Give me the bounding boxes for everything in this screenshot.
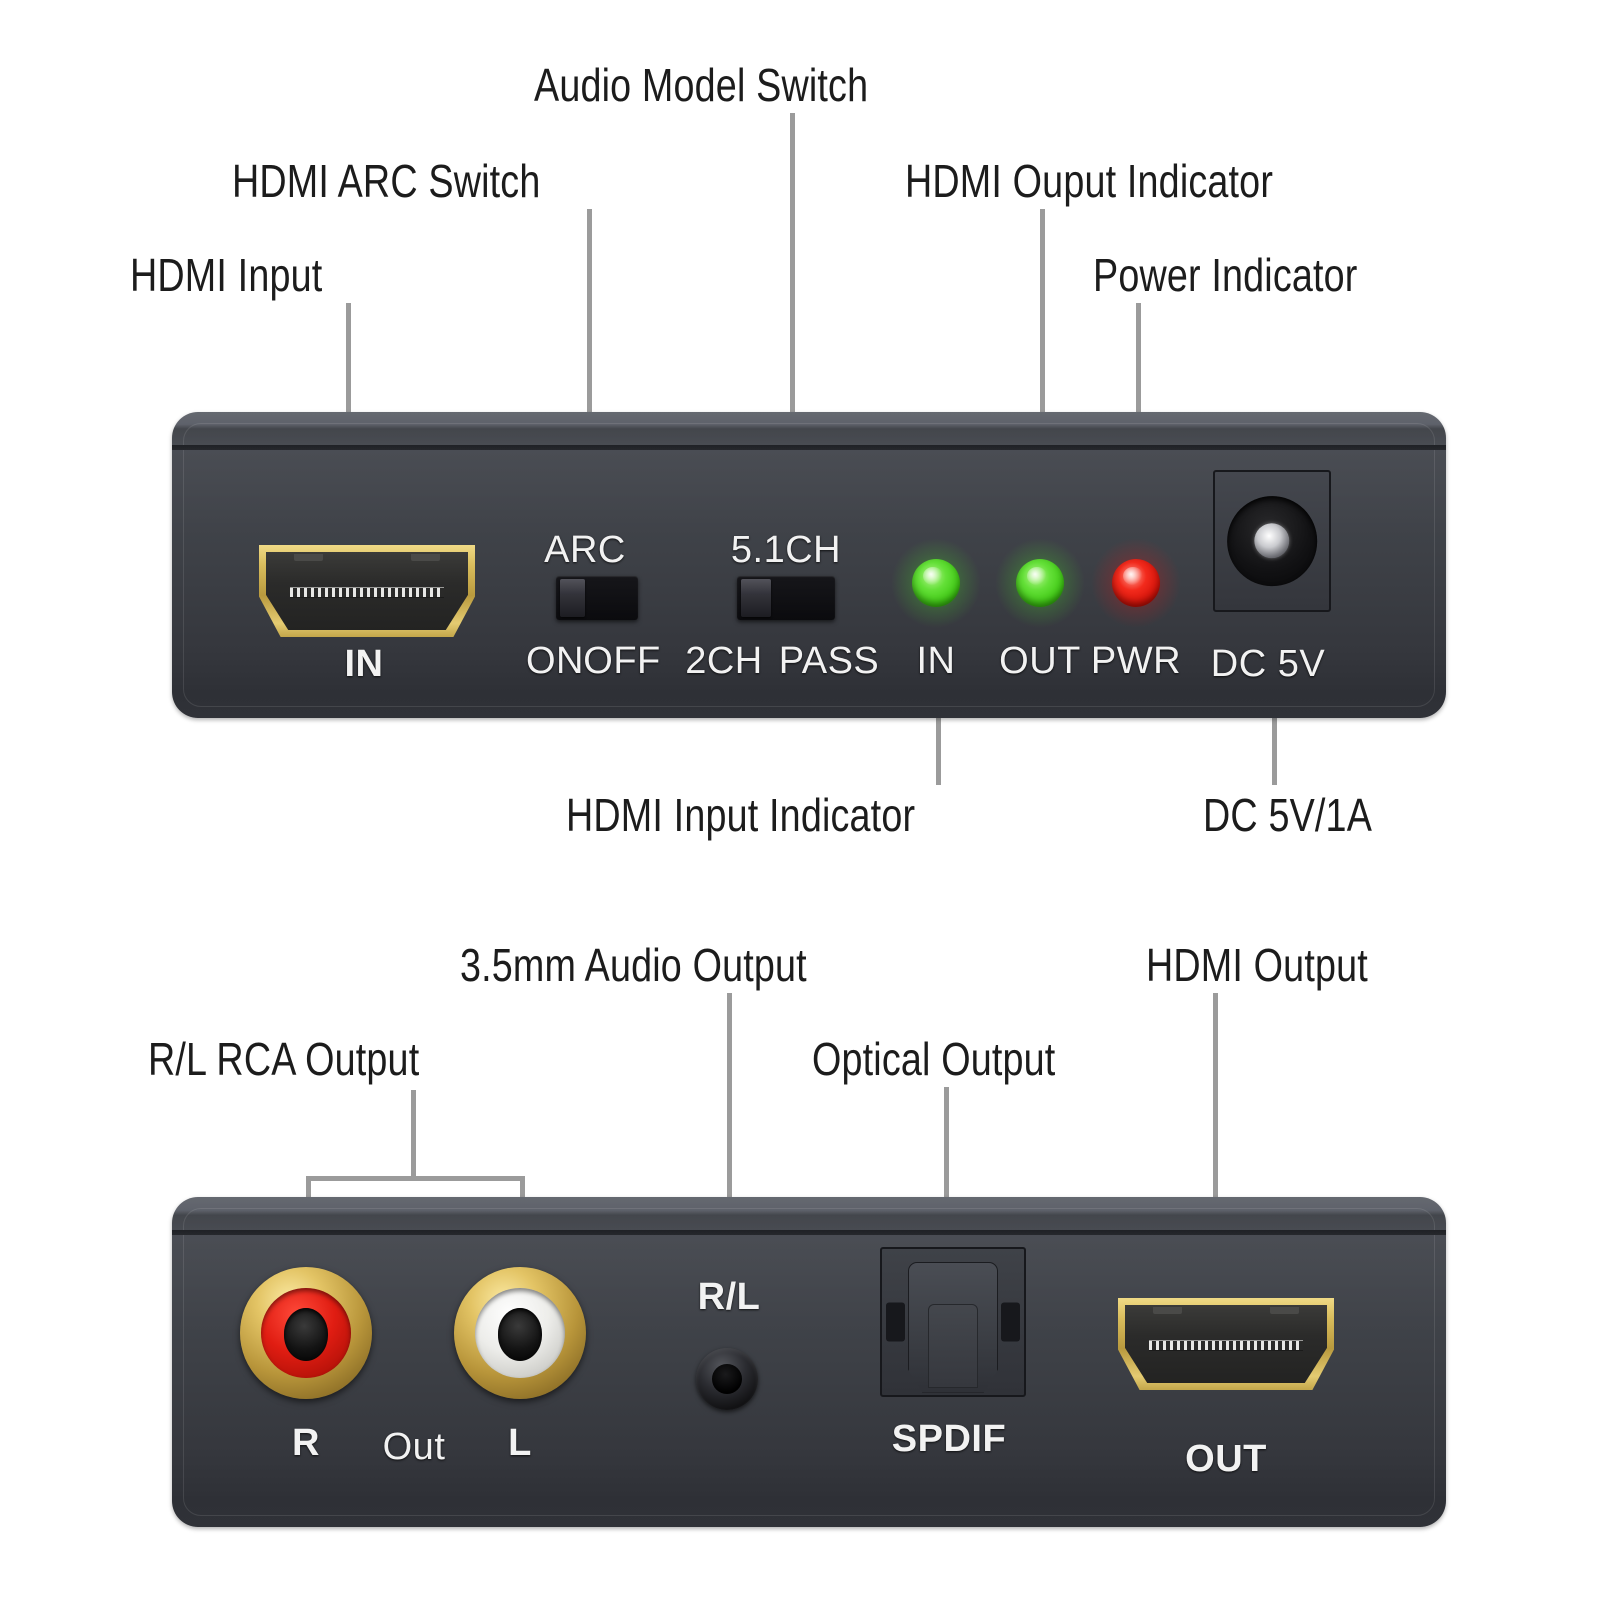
- hdmi-tab-left: [294, 554, 323, 561]
- led-bulb: [1016, 559, 1064, 607]
- callout-power-indicator: Power Indicator: [1093, 249, 1358, 301]
- callout-hdmi-input-indicator: HDMI Input Indicator: [566, 789, 916, 841]
- hdmi-arc-switch[interactable]: [556, 576, 638, 620]
- hdmi-tab-left: [1153, 1307, 1182, 1314]
- front-panel-chassis: [172, 412, 1446, 718]
- leader-line-hdmi-output: [1213, 993, 1218, 1341]
- leader-line-rca-bracket: [306, 1176, 525, 1181]
- silkscreen-audio-pass: PASS: [778, 640, 880, 682]
- callout-hdmi-output-indicator: HDMI Ouput Indicator: [905, 155, 1274, 207]
- callout-audio-35mm: 3.5mm Audio Output: [460, 939, 807, 991]
- chassis-seam: [172, 1230, 1446, 1235]
- power-indicator-led: [1088, 535, 1184, 631]
- leader-line-optical-output: [944, 1087, 949, 1282]
- callout-hdmi-output: HDMI Output: [1146, 939, 1368, 991]
- rca-center-hole: [283, 1307, 329, 1361]
- silkscreen-rca-l: L: [508, 1422, 532, 1464]
- callout-hdmi-input: HDMI Input: [130, 249, 323, 301]
- hdmi-tab-right: [1270, 1307, 1299, 1314]
- dc-power-jack[interactable]: [1213, 470, 1331, 612]
- arc-switch-knob[interactable]: [560, 579, 586, 617]
- rca-output-left[interactable]: [454, 1267, 586, 1399]
- hdmi-tab-right: [411, 554, 440, 561]
- rca-output-right[interactable]: [240, 1267, 372, 1399]
- silkscreen-jack-rl: R/L: [697, 1276, 761, 1318]
- silkscreen-led-in: IN: [916, 640, 956, 682]
- silkscreen-arc-top: ARC: [544, 529, 626, 571]
- spdif-tongue: [928, 1304, 978, 1388]
- silkscreen-hdmi-in: IN: [344, 643, 384, 685]
- hdmi-cavity: [1125, 1305, 1327, 1383]
- callout-hdmi-arc-switch: HDMI ARC Switch: [232, 155, 541, 207]
- audio-35mm-jack[interactable]: [696, 1348, 758, 1410]
- leader-line-audio-35mm: [727, 993, 732, 1363]
- callout-dc-power: DC 5V/1A: [1203, 789, 1373, 841]
- silkscreen-led-out: OUT: [999, 640, 1081, 682]
- silkscreen-spdif: SPDIF: [891, 1418, 1007, 1460]
- hdmi-input-port[interactable]: [259, 545, 475, 637]
- spdif-notch-right: [1001, 1302, 1021, 1342]
- silkscreen-led-pwr: PWR: [1090, 640, 1182, 682]
- hdmi-output-port[interactable]: [1118, 1298, 1334, 1390]
- callout-audio-model-switch: Audio Model Switch: [534, 59, 869, 111]
- silkscreen-hdmi-out: OUT: [1185, 1438, 1267, 1480]
- silkscreen-rca-out: Out: [382, 1426, 446, 1468]
- callout-optical-output: Optical Output: [812, 1033, 1056, 1085]
- leader-line-audio-model-switch: [790, 113, 795, 605]
- leader-line-hdmi-arc-switch: [587, 209, 592, 604]
- silkscreen-dc-label: DC 5V: [1210, 643, 1326, 685]
- led-bulb: [1112, 559, 1160, 607]
- leader-line-hdmi-output-indicator: [1040, 209, 1045, 589]
- callout-rca-output: R/L RCA Output: [148, 1033, 420, 1085]
- hdmi-pin-strip: [1149, 1340, 1303, 1352]
- silkscreen-audio-top: 5.1CH: [730, 529, 842, 571]
- silkscreen-arc-off: OFF: [583, 640, 661, 682]
- led-bulb: [912, 559, 960, 607]
- chassis-seam: [172, 445, 1446, 450]
- audio-mode-switch[interactable]: [737, 576, 835, 620]
- silkscreen-arc-on: ON: [526, 640, 584, 682]
- jack-bore: [712, 1364, 742, 1394]
- spdif-optical-port[interactable]: [880, 1247, 1026, 1397]
- led-specular: [1026, 566, 1047, 585]
- hdmi-output-indicator-led: [992, 535, 1088, 631]
- silkscreen-rca-r: R: [292, 1422, 320, 1464]
- leader-line-rca-stem: [411, 1090, 416, 1180]
- rca-center-hole: [497, 1307, 543, 1361]
- spdif-notch-left: [885, 1302, 905, 1342]
- led-specular: [1122, 566, 1143, 585]
- hdmi-input-indicator-led: [888, 535, 984, 631]
- hdmi-pin-strip: [290, 587, 444, 599]
- led-specular: [922, 566, 943, 585]
- hdmi-cavity: [266, 552, 468, 630]
- dc-jack-center-pin: [1254, 523, 1290, 559]
- silkscreen-audio-2ch: 2CH: [685, 640, 763, 682]
- audio-mode-switch-knob[interactable]: [741, 579, 772, 617]
